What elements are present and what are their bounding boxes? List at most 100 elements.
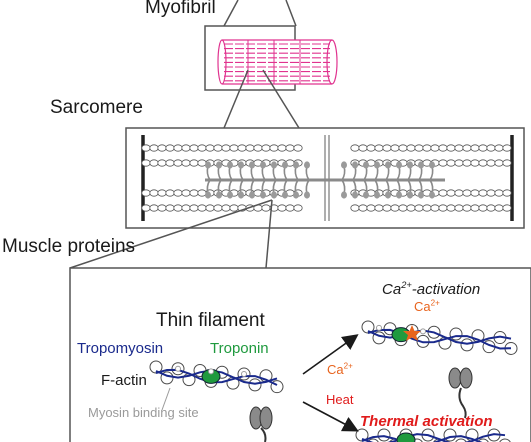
myosin-head bbox=[259, 406, 273, 430]
actin-bead bbox=[173, 144, 183, 152]
actin-bead bbox=[470, 144, 480, 152]
myosin-head bbox=[407, 161, 413, 169]
actin-bead bbox=[382, 204, 392, 212]
troponin-label: Troponin bbox=[210, 340, 269, 357]
actin-bead bbox=[390, 144, 400, 152]
myosin-head bbox=[271, 191, 277, 199]
actin-bead bbox=[173, 204, 183, 212]
actin-bead bbox=[460, 338, 474, 352]
arrow-icon bbox=[302, 401, 359, 432]
myosin-neck bbox=[260, 427, 267, 442]
top-connector-lines bbox=[223, 0, 297, 27]
myosin-head bbox=[429, 191, 435, 199]
actin-bead bbox=[438, 204, 448, 212]
actin-bead bbox=[438, 159, 448, 167]
actin-bead bbox=[293, 204, 303, 212]
actin-bead bbox=[350, 144, 360, 152]
actin-bead bbox=[221, 204, 231, 212]
myosin-head bbox=[227, 191, 233, 199]
myosin-head bbox=[293, 191, 299, 199]
actin-bead bbox=[165, 159, 175, 167]
actin-bead bbox=[462, 144, 472, 152]
myofibril-panel bbox=[204, 25, 338, 91]
actin-bead bbox=[422, 144, 432, 152]
actin-bead bbox=[165, 144, 175, 152]
myosin-binding-site-label: Myosin binding site bbox=[88, 405, 199, 420]
actin-bead bbox=[374, 204, 384, 212]
actin-bead bbox=[285, 204, 295, 212]
actin-bead bbox=[494, 189, 504, 197]
actin-bead bbox=[502, 159, 512, 167]
sarcomere-panel bbox=[125, 127, 525, 229]
actin-bead bbox=[189, 159, 199, 167]
actin-bead bbox=[470, 159, 480, 167]
actin-bead bbox=[285, 144, 295, 152]
actin-bead bbox=[486, 189, 496, 197]
actin-bead bbox=[414, 144, 424, 152]
myosin-head bbox=[429, 161, 435, 169]
actin-bead bbox=[197, 144, 207, 152]
actin-bead bbox=[157, 189, 167, 197]
actin-bead bbox=[390, 204, 400, 212]
actin-bead bbox=[414, 204, 424, 212]
myosin-head bbox=[227, 161, 233, 169]
actin-bead bbox=[454, 144, 464, 152]
actin-bead bbox=[261, 144, 271, 152]
actin-bead bbox=[197, 204, 207, 212]
actin-bead bbox=[398, 144, 408, 152]
tropomyosin-strand bbox=[367, 328, 512, 350]
actin-bead bbox=[165, 189, 175, 197]
actin-bead bbox=[499, 438, 511, 442]
myosin-binding-site bbox=[420, 328, 426, 335]
actin-bead bbox=[502, 204, 512, 212]
myosin-head bbox=[304, 191, 310, 199]
actin-bead bbox=[165, 204, 175, 212]
actin-bead bbox=[149, 189, 159, 197]
actin-bead bbox=[350, 204, 360, 212]
actin-bead bbox=[358, 204, 368, 212]
actin-bead bbox=[366, 204, 376, 212]
myosin-head bbox=[448, 367, 462, 389]
myosin-head bbox=[418, 161, 424, 169]
actin-bead bbox=[141, 204, 151, 212]
actin-bead bbox=[293, 144, 303, 152]
myosin-neck bbox=[458, 387, 467, 419]
muscle-proteins-panel bbox=[69, 267, 531, 442]
tropomyosin-strand bbox=[361, 435, 483, 442]
myosin-head bbox=[293, 161, 299, 169]
myosin-head bbox=[238, 161, 244, 169]
actin-bead bbox=[455, 438, 467, 442]
actin-bead bbox=[141, 159, 151, 167]
actin-bead bbox=[189, 189, 199, 197]
actin-bead bbox=[438, 189, 448, 197]
actin-bead bbox=[181, 189, 191, 197]
myosin-head bbox=[260, 161, 266, 169]
actin-bead bbox=[173, 189, 183, 197]
myosin-binding-site bbox=[175, 365, 181, 372]
actin-bead bbox=[478, 189, 488, 197]
binding-site-pointer bbox=[161, 387, 171, 411]
myosin-head bbox=[249, 161, 255, 169]
actin-bead bbox=[470, 189, 480, 197]
actin-bead bbox=[197, 189, 207, 197]
actin-bead bbox=[229, 204, 239, 212]
actin-bead bbox=[422, 204, 432, 212]
actin-bead bbox=[149, 144, 159, 152]
tropomyosin-strand bbox=[367, 329, 512, 345]
actin-bead bbox=[462, 159, 472, 167]
myosin-head bbox=[385, 161, 391, 169]
myosin-head bbox=[282, 191, 288, 199]
actin-bead bbox=[494, 144, 504, 152]
actin-bead bbox=[478, 159, 488, 167]
actin-bead bbox=[462, 204, 472, 212]
actin-bead bbox=[446, 159, 456, 167]
actin-bead bbox=[269, 144, 279, 152]
actin-bead bbox=[478, 144, 488, 152]
myosin-head bbox=[249, 191, 255, 199]
actin-bead bbox=[157, 204, 167, 212]
thermal-activated-filament bbox=[355, 428, 511, 442]
ca-ion-label: Ca2+ bbox=[414, 298, 440, 314]
actin-bead bbox=[157, 159, 167, 167]
myosin-head bbox=[396, 191, 402, 199]
